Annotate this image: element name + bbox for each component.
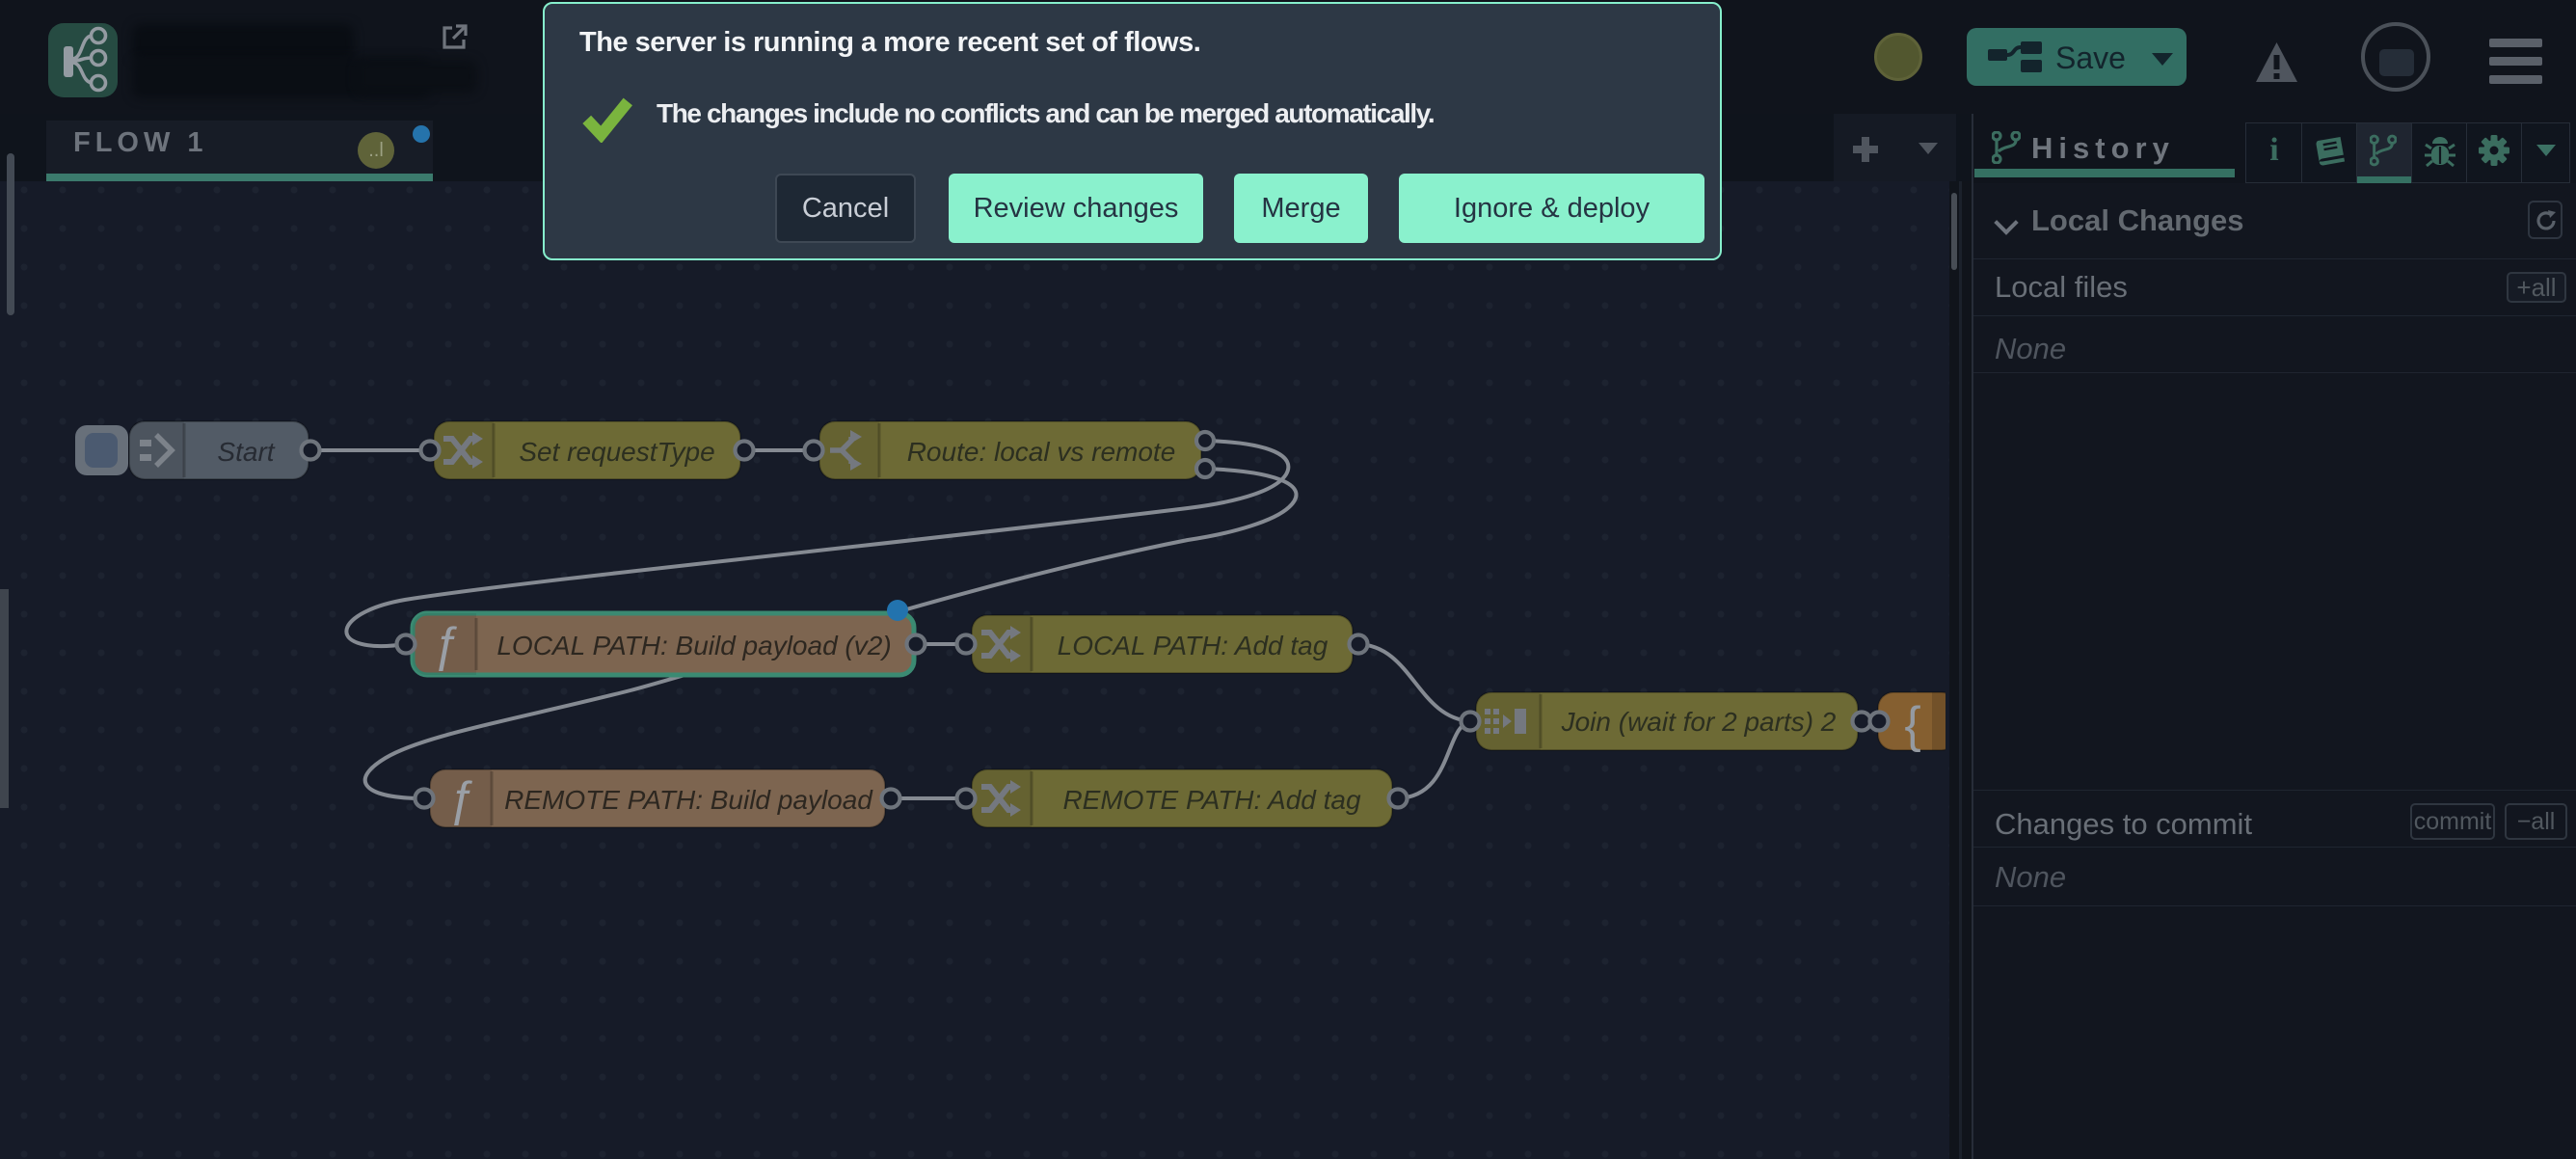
svg-text:Set requestType: Set requestType (519, 437, 714, 467)
svg-text:LOCAL PATH: Build payload (v2): LOCAL PATH: Build payload (v2) (496, 631, 891, 660)
svg-text:Start: Start (217, 437, 275, 467)
svg-text:ƒ: ƒ (447, 771, 474, 825)
svg-text:ƒ: ƒ (432, 617, 459, 671)
svg-text:REMOTE PATH: Build payload: REMOTE PATH: Build payload (504, 785, 873, 815)
svg-text:Join (wait for 2 parts) 2: Join (wait for 2 parts) 2 (1561, 707, 1837, 737)
svg-text:LOCAL PATH: Add tag: LOCAL PATH: Add tag (1058, 631, 1328, 660)
svg-text:Route: local vs remote: Route: local vs remote (907, 437, 1176, 467)
svg-text:REMOTE PATH: Add tag: REMOTE PATH: Add tag (1062, 785, 1361, 815)
svg-text:{: { (1904, 697, 1920, 753)
